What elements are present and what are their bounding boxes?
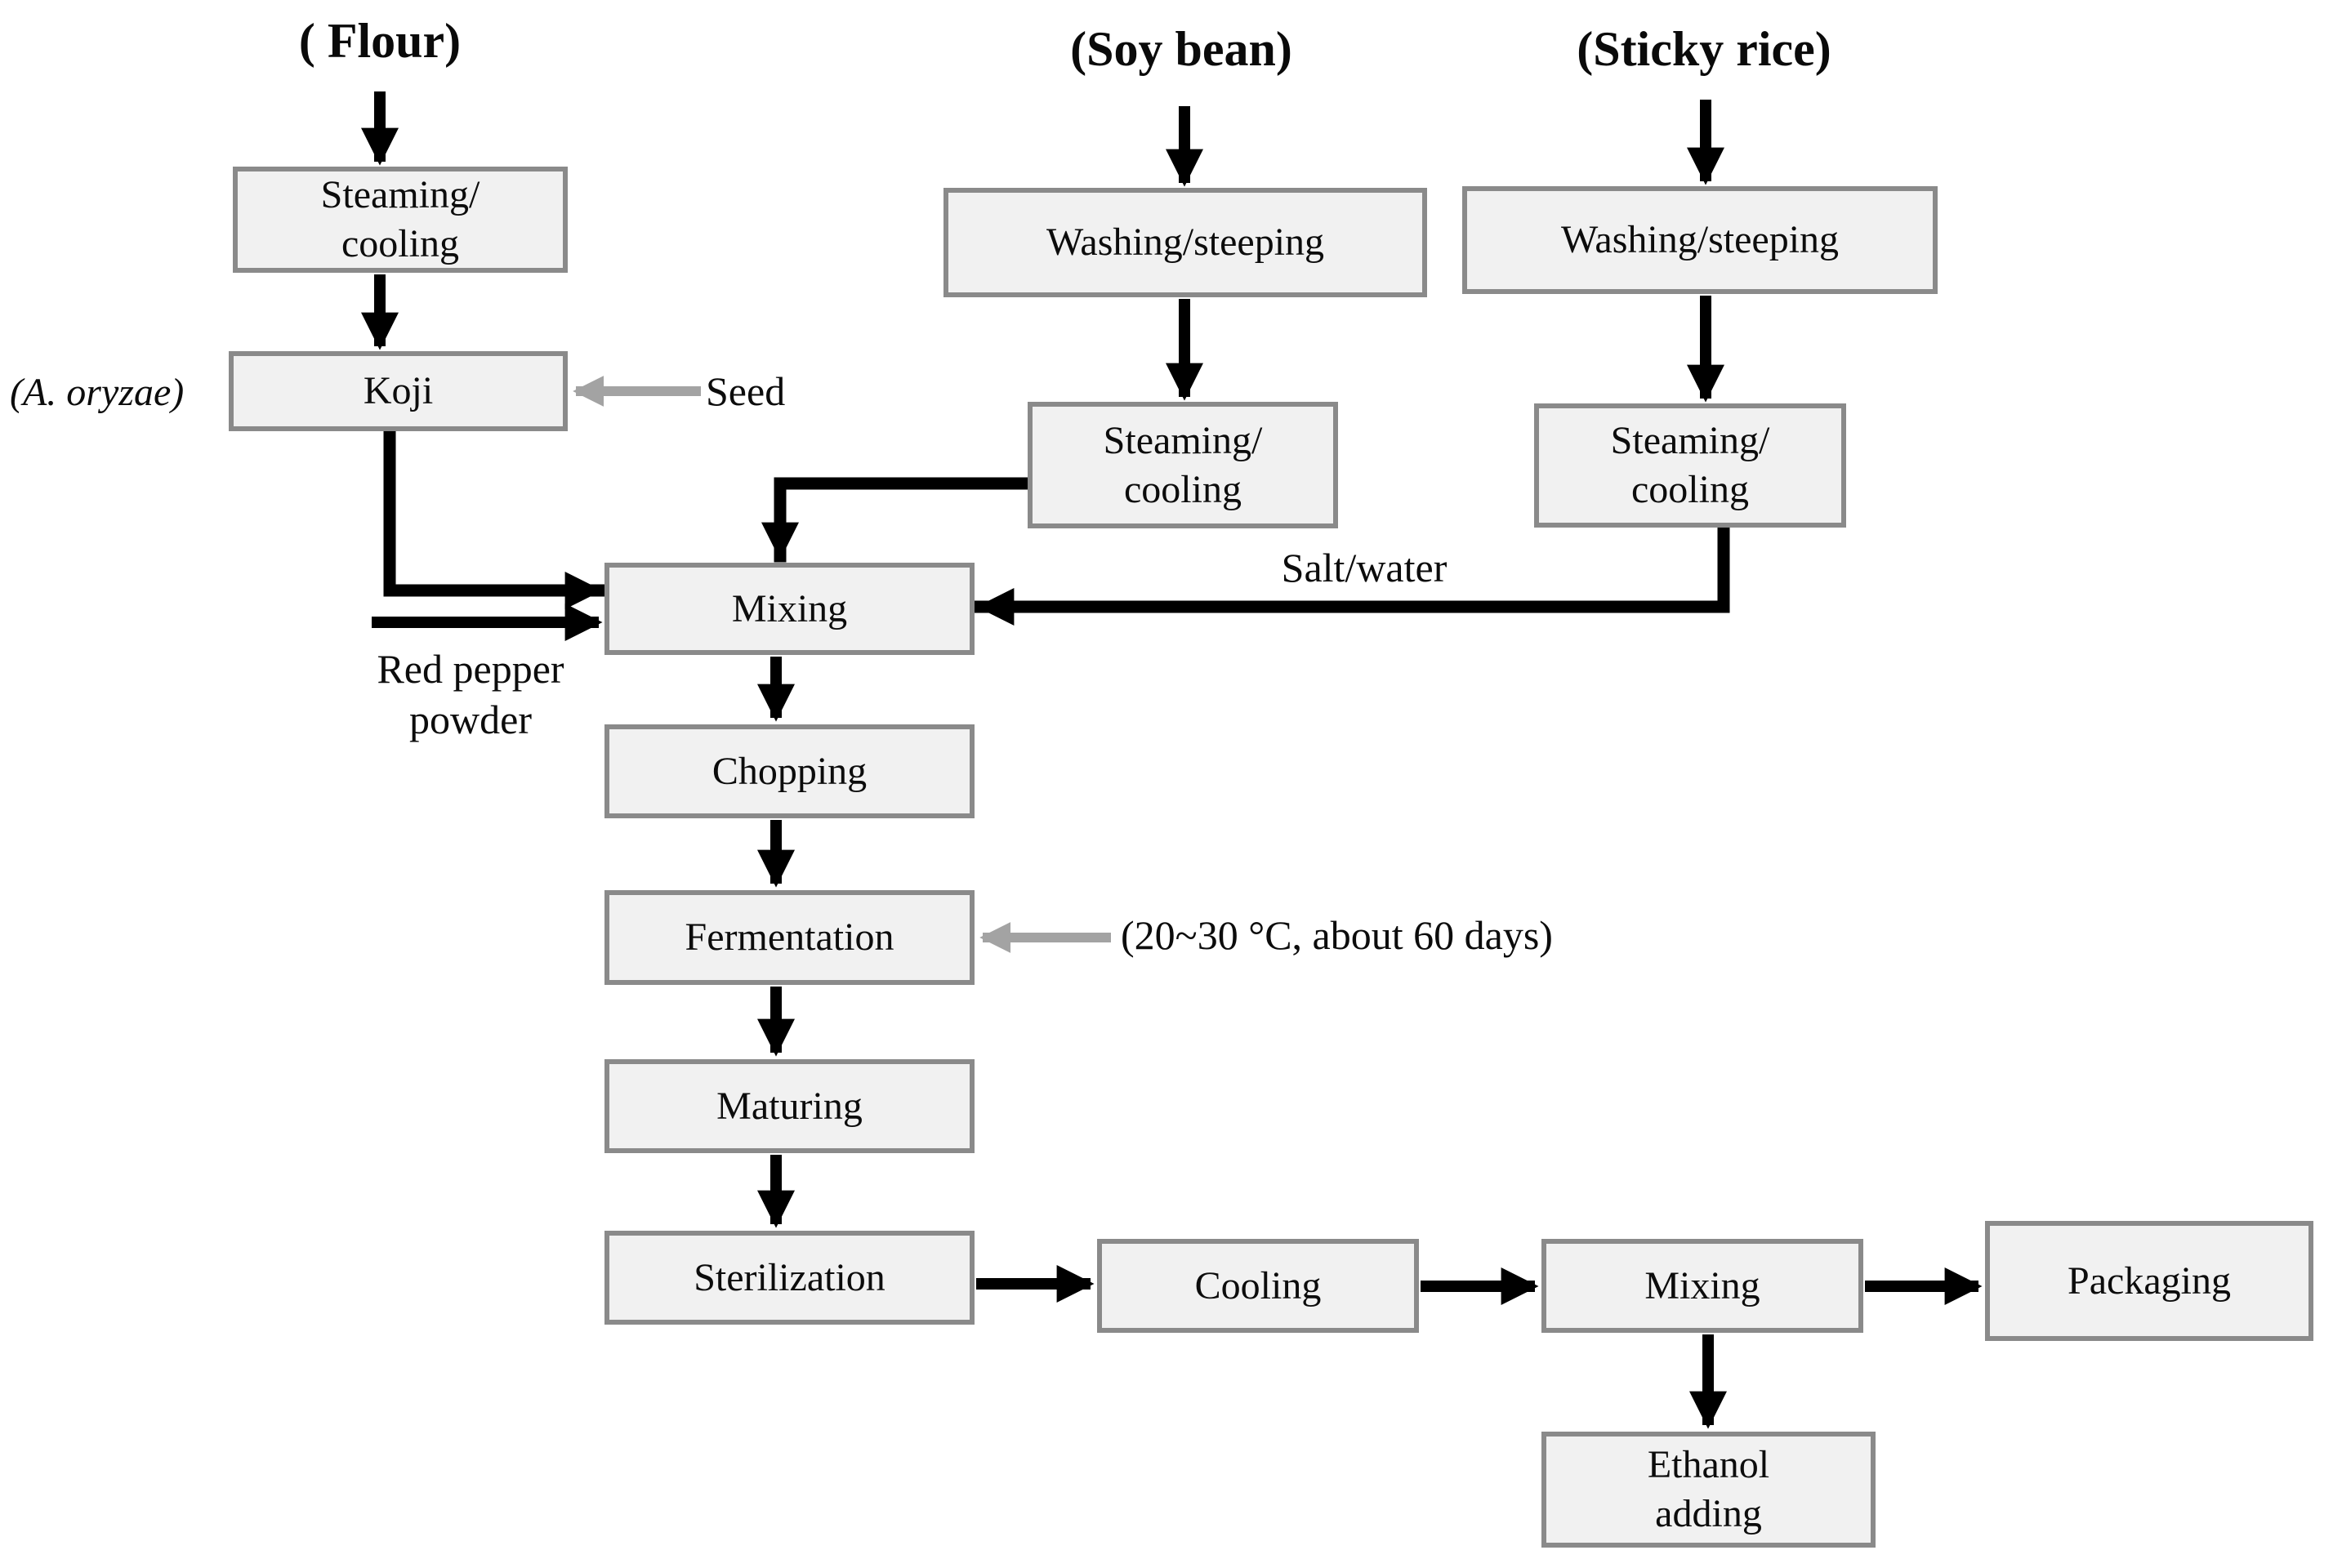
- node-steaming-cooling-soy: Steaming/ cooling: [1028, 402, 1338, 528]
- input-title-sticky-rice: (Sticky rice): [1577, 22, 1831, 76]
- node-koji: Koji: [229, 351, 568, 431]
- label-red-pepper-powder: Red pepper powder: [377, 646, 564, 742]
- node-ethanol-adding: Ethanol adding: [1541, 1432, 1876, 1548]
- label-seed: Seed: [706, 368, 786, 414]
- arrow-koji-to-mixing: [383, 425, 605, 609]
- node-chopping: Chopping: [604, 724, 975, 818]
- node-steaming-cooling-rice: Steaming/ cooling: [1534, 403, 1846, 528]
- input-title-soy-bean: (Soy bean): [1070, 22, 1292, 76]
- node-steaming-cooling-flour: Steaming/ cooling: [233, 167, 568, 273]
- label-salt-water: Salt/water: [1281, 545, 1448, 590]
- node-cooling: Cooling: [1097, 1239, 1419, 1333]
- arrow-steaming-soy-to-mixing: [761, 477, 1034, 563]
- arrow-salt-water-to-mixing: [974, 522, 1730, 626]
- node-washing-steeping-soy: Washing/steeping: [943, 188, 1427, 297]
- input-title-flour: ( Flour): [298, 14, 462, 68]
- label-a-oryzae: (A. oryzae): [10, 371, 185, 414]
- node-packaging: Packaging: [1985, 1221, 2313, 1341]
- node-fermentation: Fermentation: [604, 890, 975, 985]
- node-mixing-final: Mixing: [1541, 1239, 1863, 1333]
- node-maturing: Maturing: [604, 1059, 975, 1153]
- node-washing-steeping-rice: Washing/steeping: [1462, 186, 1938, 294]
- label-fermentation-condition: (20~30 °C, about 60 days): [1121, 912, 1553, 958]
- node-mixing: Mixing: [604, 563, 975, 655]
- node-sterilization: Sterilization: [604, 1231, 975, 1325]
